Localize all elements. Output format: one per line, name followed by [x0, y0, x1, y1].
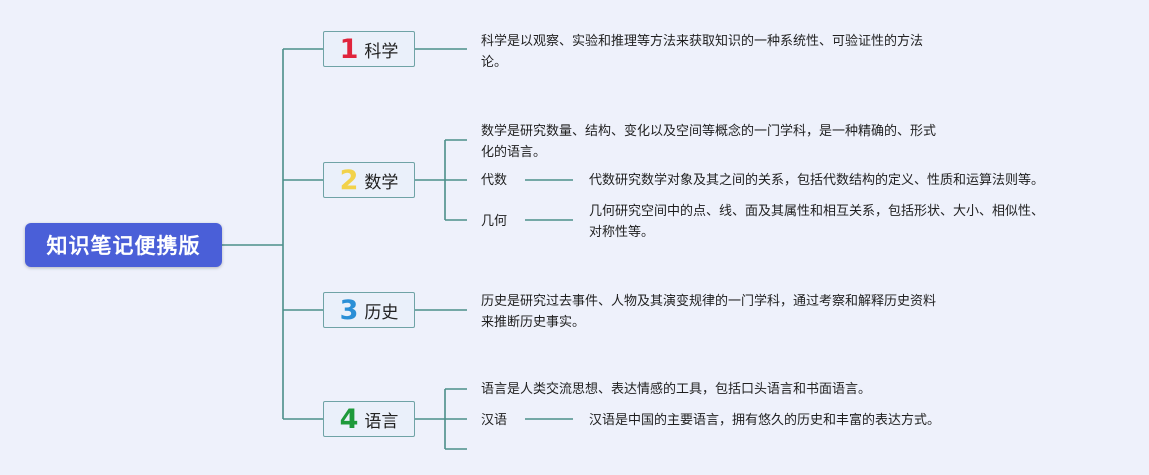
child-node-geometry[interactable]: 几何 [481, 214, 508, 229]
chinese-desc-line-1: 汉语是中国的主要语言，拥有悠久的历史和丰富的表达方式。 [589, 413, 941, 428]
history-desc-line-1: 历史是研究过去事件、人物及其演变规律的一门学科，通过考察和解释历史资料 [481, 294, 937, 309]
branch-node-math[interactable]: 2 数学 [323, 162, 415, 198]
history-description: 历史是研究过去事件、人物及其演变规律的一门学科，通过考察和解释历史资料 来推断历… [481, 291, 936, 333]
child-node-algebra[interactable]: 代数 [481, 173, 508, 188]
branch-label-history: 历史 [364, 302, 399, 323]
branch-label-math: 数学 [364, 172, 399, 193]
language-description: 语言是人类交流思想、表达情感的工具，包括口头语言和书面语言。 [481, 379, 871, 400]
geometry-description: 几何研究空间中的点、线、面及其属性和相互关系，包括形状、大小、相似性、 对称性等… [589, 201, 1044, 243]
math-description: 数学是研究数量、结构、变化以及空间等概念的一门学科，是一种精确的、形式 化的语言… [481, 121, 936, 163]
science-description: 科学是以观察、实验和推理等方法来获取知识的一种系统性、可验证性的方法 论。 [481, 31, 923, 73]
chinese-description: 汉语是中国的主要语言，拥有悠久的历史和丰富的表达方式。 [589, 410, 940, 431]
branch-label-language: 语言 [364, 411, 399, 432]
branch-number-3: 3 [339, 294, 359, 326]
branch-number-1: 1 [339, 33, 359, 65]
child-node-chinese[interactable]: 汉语 [481, 413, 508, 428]
math-desc-line-2: 化的语言。 [481, 145, 547, 160]
algebra-desc-line-1: 代数研究数学对象及其之间的关系，包括代数结构的定义、性质和运算法则等。 [589, 173, 1045, 188]
branch-number-2: 2 [339, 164, 359, 196]
branch-number-4: 4 [339, 403, 359, 435]
branch-node-language[interactable]: 4 语言 [323, 401, 415, 437]
language-desc-line-1: 语言是人类交流思想、表达情感的工具，包括口头语言和书面语言。 [481, 382, 872, 397]
branch-node-history[interactable]: 3 历史 [323, 292, 415, 328]
root-label: 知识笔记便携版 [46, 234, 201, 258]
geometry-desc-line-2: 对称性等。 [589, 225, 655, 240]
history-desc-line-2: 来推断历史事实。 [481, 315, 586, 330]
math-desc-line-1: 数学是研究数量、结构、变化以及空间等概念的一门学科，是一种精确的、形式 [481, 124, 937, 139]
geometry-desc-line-1: 几何研究空间中的点、线、面及其属性和相互关系，包括形状、大小、相似性、 [589, 204, 1045, 219]
branch-node-science[interactable]: 1 科学 [323, 31, 415, 67]
science-desc-line-2: 论。 [481, 55, 508, 70]
science-desc-line-1: 科学是以观察、实验和推理等方法来获取知识的一种系统性、可验证性的方法 [481, 34, 924, 49]
algebra-description: 代数研究数学对象及其之间的关系，包括代数结构的定义、性质和运算法则等。 [589, 170, 1044, 191]
branch-label-science: 科学 [364, 41, 399, 62]
root-node[interactable]: 知识笔记便携版 [25, 223, 222, 267]
